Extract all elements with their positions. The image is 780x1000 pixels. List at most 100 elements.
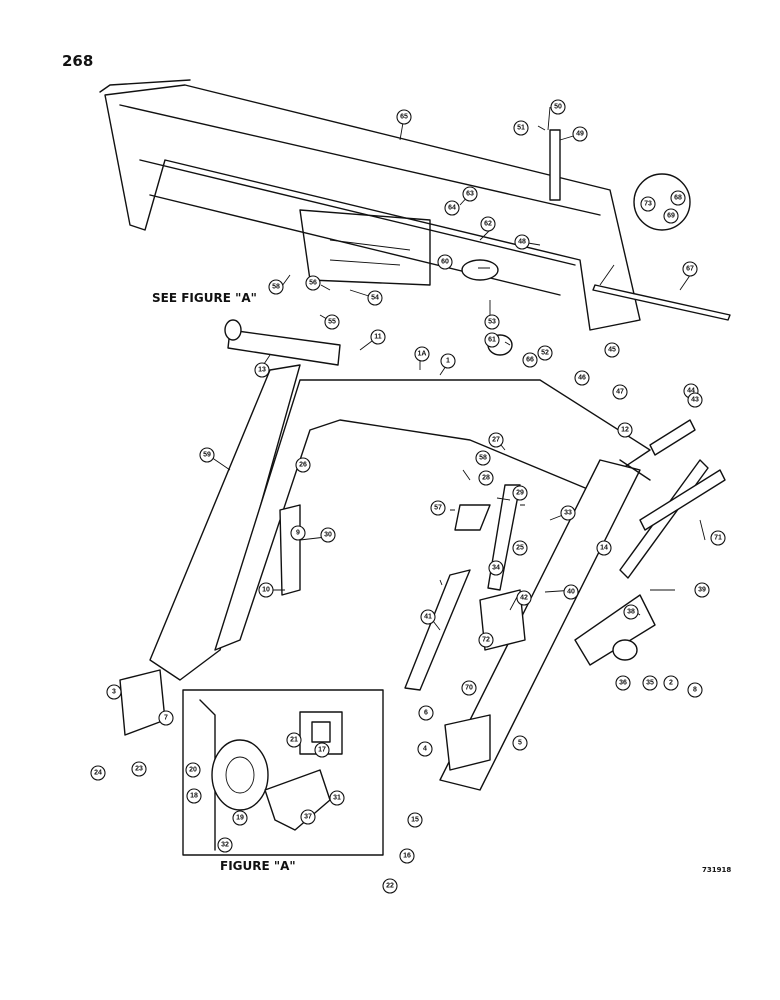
svg-text:44: 44 (687, 388, 695, 395)
svg-text:52: 52 (541, 350, 549, 357)
svg-text:4: 4 (423, 746, 427, 753)
svg-text:25: 25 (516, 545, 524, 552)
callout-7: 7 (158, 710, 174, 726)
callout-64: 64 (444, 200, 460, 216)
svg-text:43: 43 (691, 397, 699, 404)
svg-text:20: 20 (189, 767, 197, 774)
callout-11: 11 (370, 329, 386, 345)
callout-37: 37 (300, 809, 316, 825)
pin-strip (592, 173, 731, 321)
callout-55: 55 (324, 314, 340, 330)
svg-text:1: 1 (446, 358, 450, 365)
svg-text:28: 28 (482, 475, 490, 482)
callout-36: 36 (615, 675, 631, 691)
callout-23: 23 (131, 761, 147, 777)
svg-text:70: 70 (465, 685, 473, 692)
callout-45: 45 (604, 342, 620, 358)
callout-47: 47 (612, 384, 628, 400)
svg-text:39: 39 (698, 587, 706, 594)
svg-text:60: 60 (441, 259, 449, 266)
figure-a-inset (182, 689, 384, 856)
callout-33: 33 (560, 505, 576, 521)
svg-text:32: 32 (221, 842, 229, 849)
callout-21: 21 (286, 732, 302, 748)
svg-text:7: 7 (164, 715, 168, 722)
callout-3: 3 (106, 684, 122, 700)
svg-text:35: 35 (646, 680, 654, 687)
svg-text:22: 22 (386, 883, 394, 890)
svg-text:72: 72 (482, 637, 490, 644)
callout-30: 30 (320, 527, 336, 543)
callout-65: 65 (396, 109, 412, 125)
svg-text:29: 29 (516, 490, 524, 497)
svg-text:58: 58 (272, 284, 280, 291)
svg-text:41: 41 (424, 614, 432, 621)
svg-text:33: 33 (564, 510, 572, 517)
see-figure-a-label: SEE FIGURE "A" (152, 291, 257, 305)
svg-text:61: 61 (488, 337, 496, 344)
callout-58: 58 (268, 279, 284, 295)
callout-41: 41 (420, 609, 436, 625)
svg-text:63: 63 (466, 191, 474, 198)
callout-50: 50 (550, 99, 566, 115)
cylinder-parts (224, 129, 726, 691)
callout-2: 2 (663, 675, 679, 691)
svg-text:66: 66 (526, 357, 534, 364)
callout-17: 17 (314, 742, 330, 758)
svg-text:21: 21 (290, 737, 298, 744)
svg-text:50: 50 (554, 104, 562, 111)
svg-text:40: 40 (567, 589, 575, 596)
svg-text:19: 19 (236, 815, 244, 822)
svg-text:62: 62 (484, 221, 492, 228)
svg-text:5: 5 (518, 740, 522, 747)
drawing-number: 731918 (702, 866, 731, 874)
callout-10: 10 (258, 582, 274, 598)
svg-text:27: 27 (492, 437, 500, 444)
svg-text:67: 67 (686, 266, 694, 273)
svg-text:24: 24 (94, 770, 102, 777)
svg-text:17: 17 (318, 747, 326, 754)
svg-text:58: 58 (479, 455, 487, 462)
callout-68: 68 (670, 190, 686, 206)
callout-48: 48 (514, 234, 530, 250)
svg-text:9: 9 (296, 530, 300, 537)
callout-57: 57 (430, 500, 446, 516)
svg-text:42: 42 (520, 595, 528, 602)
callout-52: 52 (537, 345, 553, 361)
callout-40: 40 (563, 584, 579, 600)
callout-53: 53 (484, 314, 500, 330)
svg-text:36: 36 (619, 680, 627, 687)
svg-text:14: 14 (600, 545, 608, 552)
svg-text:1A: 1A (418, 351, 427, 358)
callout-60: 60 (437, 254, 453, 270)
callout-24: 24 (90, 765, 106, 781)
svg-text:15: 15 (411, 817, 419, 824)
callout-26: 26 (295, 457, 311, 473)
page-number: 268 (62, 52, 94, 70)
callout-51: 51 (513, 120, 529, 136)
svg-text:16: 16 (403, 853, 411, 860)
svg-text:48: 48 (518, 239, 526, 246)
svg-text:68: 68 (674, 195, 682, 202)
callout-14: 14 (596, 540, 612, 556)
callout-29: 29 (512, 485, 528, 501)
svg-text:31: 31 (333, 795, 341, 802)
callout-5: 5 (512, 735, 528, 751)
svg-text:8: 8 (693, 687, 697, 694)
loader-arm-assembly (119, 364, 651, 791)
callout-56: 56 (305, 275, 321, 291)
svg-text:23: 23 (135, 766, 143, 773)
svg-text:53: 53 (488, 319, 496, 326)
callout-66: 66 (522, 352, 538, 368)
svg-text:55: 55 (328, 319, 336, 326)
callout-72: 72 (478, 632, 494, 648)
callout-20: 20 (185, 762, 201, 778)
callout-71: 71 (710, 530, 726, 546)
callout-38: 38 (623, 604, 639, 620)
svg-text:38: 38 (627, 609, 635, 616)
callout-4: 4 (417, 741, 433, 757)
callout-43: 43 (687, 392, 703, 408)
svg-text:47: 47 (616, 389, 624, 396)
callout-49: 49 (572, 126, 588, 142)
